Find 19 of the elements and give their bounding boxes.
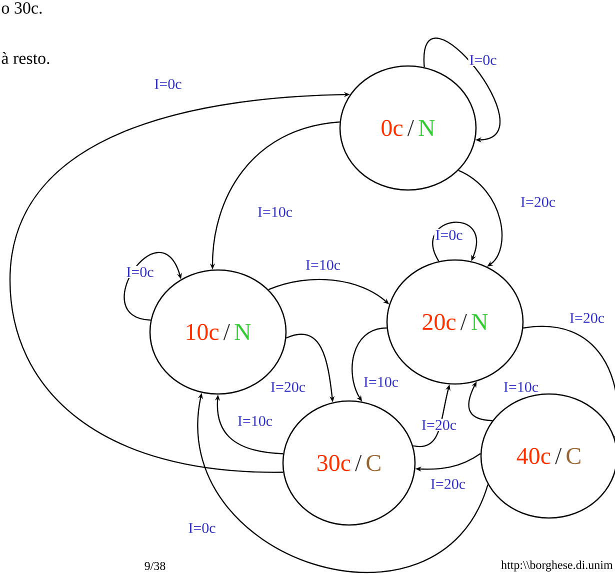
slide-text: o 30c. [2, 2, 42, 14]
arrow [124, 252, 182, 321]
edge-label: I=20c [420, 418, 458, 432]
arrow [432, 222, 477, 262]
edge-label: I=0c [468, 54, 498, 66]
arrow [424, 38, 500, 142]
edge-label: I=10c [304, 258, 342, 272]
edge-label: I=10c [236, 414, 274, 428]
edge-label: I=20c [568, 312, 606, 324]
edge-label: I=10c [256, 206, 294, 218]
edge-label: I=0c [434, 228, 464, 242]
edge-label: I=20c [519, 196, 557, 208]
page-number: 9/38 [144, 562, 166, 570]
edge-label: I=0c [125, 266, 155, 278]
slide-text: à resto. [2, 52, 50, 64]
footer-url: http:\\borghese.di.unim [501, 560, 613, 572]
edge-label: I=0c [153, 78, 183, 90]
edge-label: I=20c [429, 478, 467, 490]
edge-label: I=0c [187, 522, 217, 534]
